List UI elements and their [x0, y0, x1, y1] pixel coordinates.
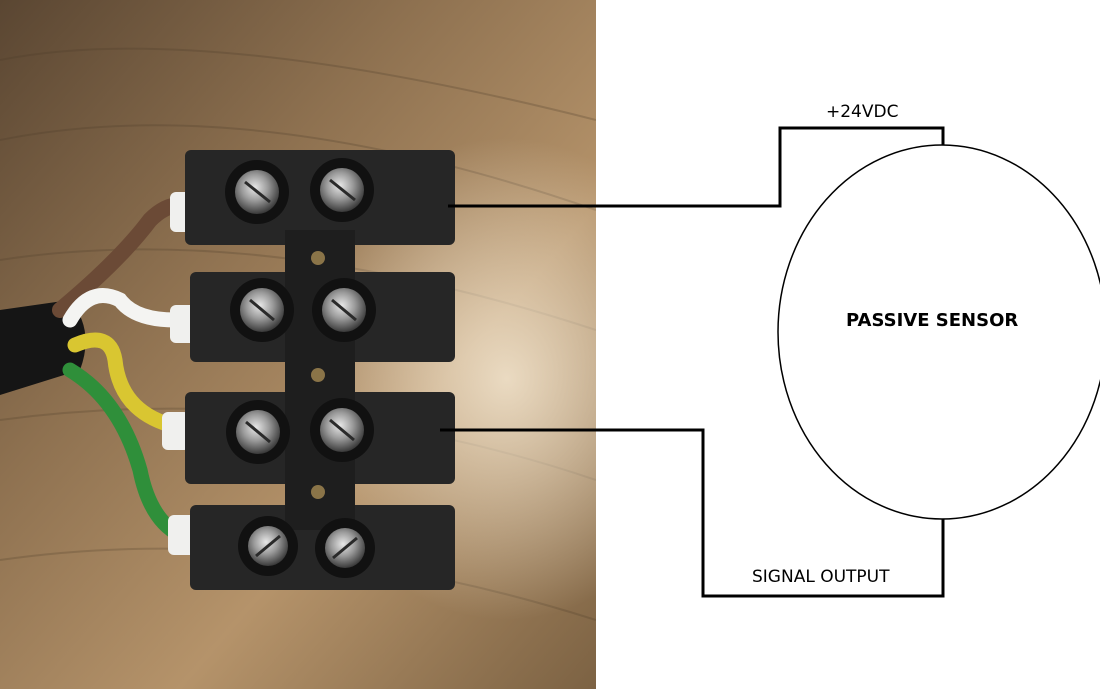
brass-bushings [311, 251, 325, 499]
sleeve [168, 515, 196, 555]
sensor-label: PASSIVE SENSOR [846, 310, 1018, 331]
power-label: +24VDC [826, 102, 898, 122]
wire-yellow [67, 332, 178, 433]
sleeve [162, 412, 190, 450]
wire-white [62, 288, 183, 328]
passive-sensor-ellipse [777, 144, 1100, 520]
screw-slots [244, 178, 358, 560]
power-wire [448, 126, 945, 208]
wire-brown [52, 197, 188, 318]
terminal-block-photo [0, 0, 596, 689]
signal-wire [440, 428, 945, 598]
wire-green [62, 362, 188, 543]
signal-label: SIGNAL OUTPUT [752, 567, 890, 587]
